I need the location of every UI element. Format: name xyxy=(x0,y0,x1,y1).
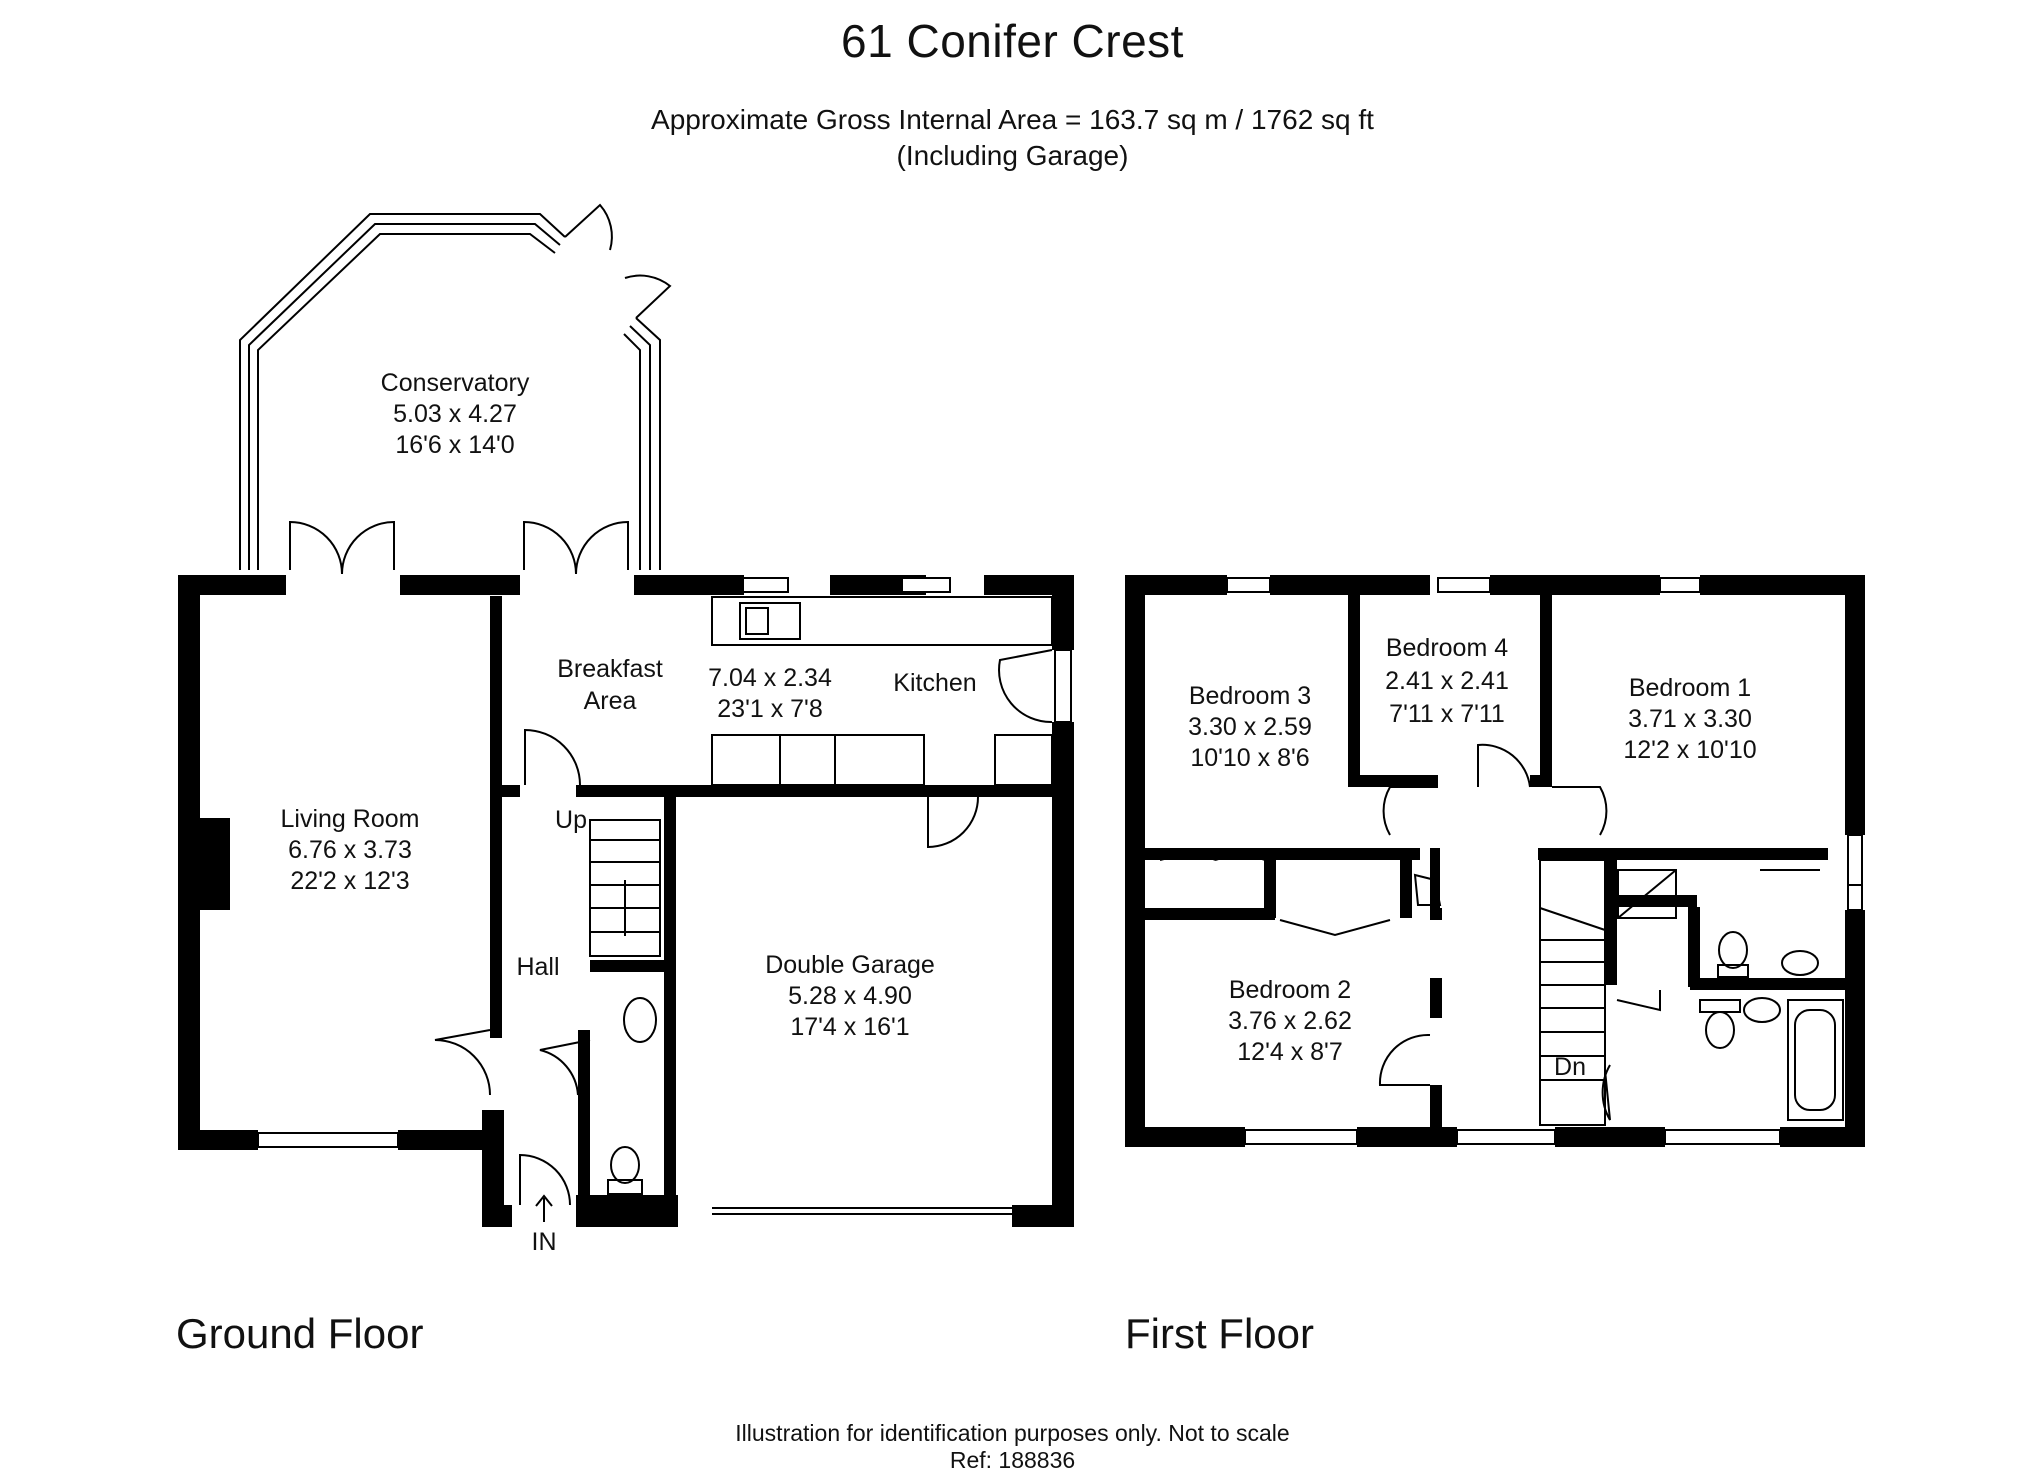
area-summary: Approximate Gross Internal Area = 163.7 … xyxy=(651,104,1374,135)
room-hall: Hall xyxy=(516,953,560,981)
room-metric: 5.03 x 4.27 xyxy=(393,400,517,428)
room-imperial: 7'11 x 7'11 xyxy=(1389,700,1505,728)
first-floor-walls xyxy=(1125,575,1865,1147)
room-kitchen-name: Kitchen xyxy=(893,669,977,697)
conservatory-glazing xyxy=(239,213,661,570)
room-imperial: 16'6 x 14'0 xyxy=(395,431,515,459)
room-name: Bedroom 3 xyxy=(1188,682,1312,710)
room-bedroom-4: Bedroom 4 2.41 x 2.41 7'11 x 7'11 xyxy=(1352,632,1542,731)
fireplace xyxy=(200,818,230,910)
first-floor-doors xyxy=(1159,743,1661,1121)
room-bedroom-3: Bedroom 3 3.30 x 2.59 10'10 x 8'6 xyxy=(1150,681,1350,774)
ground-floor-label: Ground Floor xyxy=(176,1310,424,1357)
conservatory-doors xyxy=(289,203,672,575)
room-name: Living Room xyxy=(280,805,420,833)
room-imperial: 22'2 x 12'3 xyxy=(290,867,410,895)
room-bedroom-2: Bedroom 2 3.76 x 2.62 12'4 x 8'7 xyxy=(1190,975,1390,1068)
room-imperial: 23'1 x 7'8 xyxy=(717,695,823,723)
room-conservatory: Conservatory 5.03 x 4.27 16'6 x 14'0 xyxy=(305,368,605,461)
staircase-down xyxy=(1539,859,1606,1126)
bathroom-fittings xyxy=(1617,869,1844,1121)
room-name-line-1: Breakfast xyxy=(557,655,663,683)
area-note: (Including Garage) xyxy=(896,140,1129,171)
first-floor-windows xyxy=(1226,577,1863,1145)
room-metric: 6.76 x 3.73 xyxy=(288,836,412,864)
room-imperial: 17'4 x 16'1 xyxy=(790,1013,910,1041)
room-name: Bedroom 2 xyxy=(1228,976,1352,1004)
room-breakfast-area: Breakfast Area xyxy=(530,653,690,717)
room-double-garage: Double Garage 5.28 x 4.90 17'4 x 16'1 xyxy=(700,950,1000,1043)
entrance-label: IN xyxy=(531,1228,557,1256)
room-imperial: 12'4 x 8'7 xyxy=(1237,1038,1343,1066)
room-name: Double Garage xyxy=(765,951,935,979)
ground-floor-doors xyxy=(434,649,1053,1206)
ground-floor-walls xyxy=(178,575,1074,1227)
ground-floor-plan xyxy=(178,203,1074,1227)
first-floor-label: First Floor xyxy=(1125,1310,1314,1357)
stairs-down-label: Dn xyxy=(1554,1053,1586,1081)
ground-floor-windows xyxy=(257,577,1072,1148)
disclaimer: Illustration for identification purposes… xyxy=(735,1420,1290,1446)
entrance-arrow xyxy=(535,1194,553,1222)
garage-door xyxy=(712,1207,1012,1215)
cloakroom-fittings xyxy=(607,997,657,1195)
room-metric: 7.04 x 2.34 xyxy=(708,664,832,692)
room-imperial: 12'2 x 10'10 xyxy=(1623,736,1757,764)
kitchen-units xyxy=(711,596,1053,786)
room-name-line-2: Area xyxy=(583,687,637,715)
first-floor-plan xyxy=(1125,575,1865,1147)
reference-number: Ref: 188836 xyxy=(949,1447,1076,1473)
room-living-room: Living Room 6.76 x 3.73 22'2 x 12'3 xyxy=(200,804,500,897)
room-name: Conservatory xyxy=(380,369,530,397)
room-name: Bedroom 1 xyxy=(1628,674,1752,702)
room-metric: 3.76 x 2.62 xyxy=(1228,1007,1352,1035)
room-metric: 5.28 x 4.90 xyxy=(788,982,912,1010)
room-imperial: 10'10 x 8'6 xyxy=(1190,744,1310,772)
room-metric: 3.30 x 2.59 xyxy=(1188,713,1312,741)
room-bedroom-1: Bedroom 1 3.71 x 3.30 12'2 x 10'10 xyxy=(1590,673,1790,766)
plan-title: 61 Conifer Crest xyxy=(841,15,1184,67)
room-name: Bedroom 4 xyxy=(1385,634,1509,662)
room-metric: 3.71 x 3.30 xyxy=(1628,705,1752,733)
stairs-up-label: Up xyxy=(555,806,587,834)
staircase-up xyxy=(589,819,661,957)
room-metric: 2.41 x 2.41 xyxy=(1385,667,1509,695)
room-kitchen-dimensions: 7.04 x 2.34 23'1 x 7'8 xyxy=(690,663,850,725)
